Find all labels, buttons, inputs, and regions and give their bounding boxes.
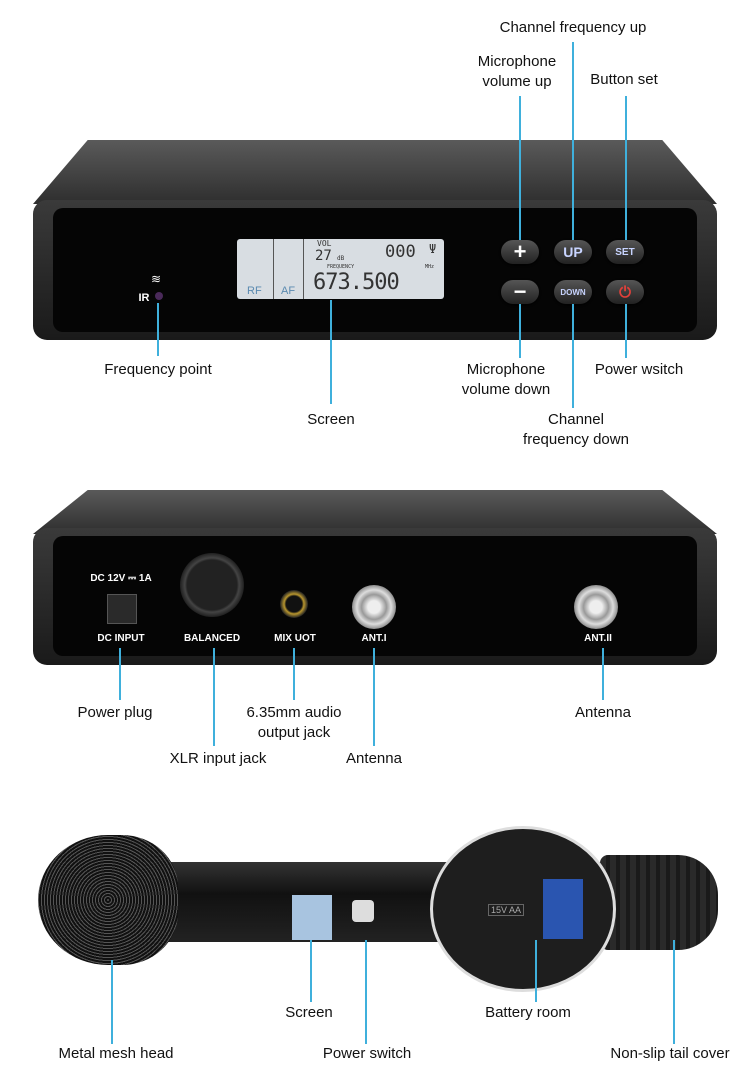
label-battery-room: Battery room bbox=[485, 1004, 571, 1021]
antenna-1-connector bbox=[352, 585, 396, 629]
volume-down-button[interactable]: − bbox=[501, 279, 539, 304]
ant2-label: ANT.II bbox=[584, 633, 612, 644]
antenna-2-connector bbox=[574, 585, 618, 629]
audio-jack bbox=[280, 590, 308, 618]
label-frequency-point: Frequency point bbox=[104, 361, 212, 378]
label-tail-cover: Non-slip tail cover bbox=[610, 1045, 730, 1062]
lcd-vol: 27 bbox=[315, 248, 332, 264]
front-unit-top bbox=[33, 140, 717, 204]
channel-up-button[interactable]: UP bbox=[554, 240, 592, 264]
label-power-plug: Power plug bbox=[77, 704, 153, 721]
mic-power-switch[interactable] bbox=[352, 900, 374, 922]
dc-rating: DC 12V ⎓ 1A bbox=[90, 573, 152, 584]
lcd-vol-unit: dB bbox=[337, 255, 345, 262]
label-antenna-1: Antenna bbox=[346, 750, 402, 767]
label-mic-volume-down: Microphone volume down bbox=[461, 361, 551, 398]
lcd-freq-label: FREQUENCY bbox=[327, 264, 355, 270]
label-screen: Screen bbox=[307, 411, 355, 428]
lcd-af: AF bbox=[281, 285, 296, 297]
ir-label: IR bbox=[138, 292, 150, 304]
label-antenna-2: Antenna bbox=[575, 704, 631, 721]
ir-sensor bbox=[155, 292, 163, 300]
lcd-vol-label: VOL bbox=[317, 239, 332, 248]
lcd-channel: 000 bbox=[385, 242, 416, 262]
battery-label: 15V AA bbox=[488, 904, 525, 916]
dc-input-label: DC INPUT bbox=[97, 633, 145, 644]
antenna-icon: Ψ bbox=[429, 242, 437, 256]
label-mic-power-switch: Power switch bbox=[322, 1045, 412, 1062]
lcd-screen: VOL 27 dB 000 Ψ FREQUENCY MHz 673.500 RF… bbox=[237, 239, 444, 299]
dc-jack bbox=[107, 594, 137, 624]
channel-down-button[interactable]: DOWN bbox=[554, 280, 592, 304]
set-button[interactable]: SET bbox=[606, 240, 644, 264]
power-icon: ⏻ bbox=[619, 283, 631, 301]
ant1-label: ANT.I bbox=[361, 633, 387, 644]
label-metal-mesh-head: Metal mesh head bbox=[58, 1045, 174, 1062]
xlr-jack bbox=[180, 553, 244, 617]
battery-zoom-circle: 15V AA bbox=[430, 826, 616, 992]
mix-out-label: MIX UOT bbox=[274, 633, 316, 644]
mic-screen bbox=[292, 895, 332, 940]
label-mic-screen: Screen bbox=[285, 1004, 333, 1021]
wifi-icon: ≋ bbox=[151, 272, 162, 286]
label-audio-output-jack: 6.35mm audio output jack bbox=[246, 704, 342, 741]
mic-mesh-head bbox=[38, 835, 178, 965]
label-button-set: Button set bbox=[590, 71, 658, 88]
label-channel-down: Channel frequency down bbox=[523, 411, 629, 448]
label-channel-up: Channel frequency up bbox=[499, 19, 647, 36]
volume-up-button[interactable]: + bbox=[501, 239, 539, 264]
label-power-switch: Power wsitch bbox=[594, 361, 684, 378]
label-mic-volume-up: Microphone volume up bbox=[477, 53, 557, 90]
lcd-frequency: 673.500 bbox=[313, 270, 400, 295]
power-button[interactable]: ⏻ bbox=[606, 280, 644, 304]
balanced-label: BALANCED bbox=[183, 633, 241, 644]
lcd-rf: RF bbox=[247, 285, 262, 297]
back-unit-top bbox=[33, 490, 717, 534]
lcd-freq-unit: MHz bbox=[425, 264, 435, 270]
label-xlr-input: XLR input jack bbox=[169, 750, 267, 767]
mic-tail bbox=[600, 855, 718, 950]
